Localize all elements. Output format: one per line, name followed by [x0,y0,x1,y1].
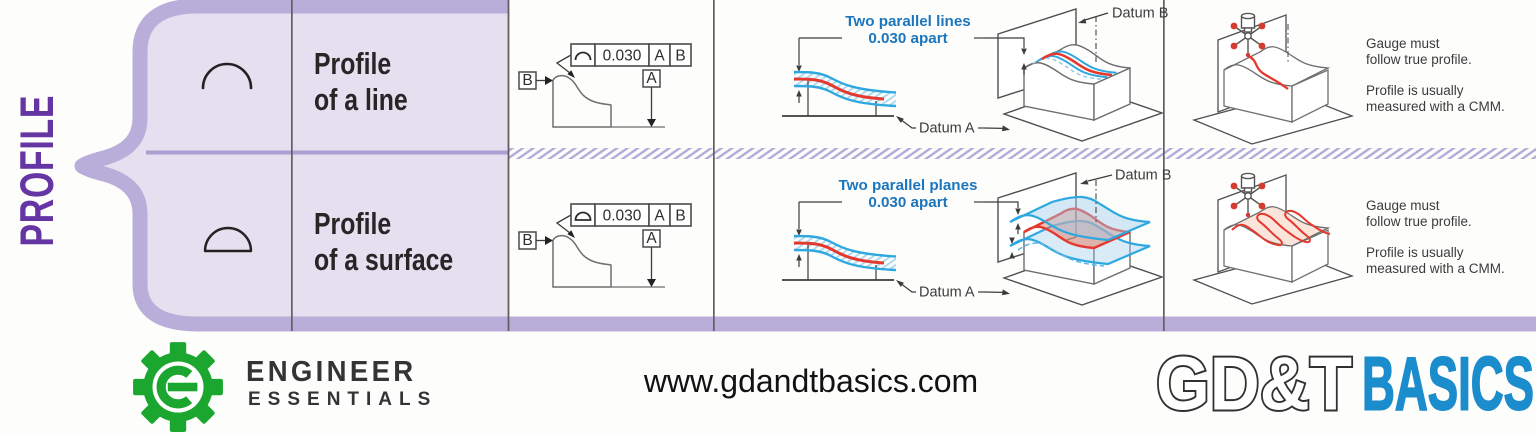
svg-text:Datum A: Datum A [919,285,975,301]
website-url: www.gdandtbasics.com [643,363,979,399]
datum-b-label: Datum B [1112,6,1168,22]
column-divider-2 [507,0,510,331]
fcf-datum-secondary: B [675,48,685,65]
category-label-text: PROFILE [9,95,63,247]
fcf-frame: 0.030 A B [570,43,692,67]
column-divider-1 [291,0,293,331]
fcf-tolerance: 0.030 [603,48,642,65]
datum-b-callout: B [518,71,553,90]
svg-text:A: A [646,70,657,87]
gdt-basics-logo: GD&T BASICS [1154,341,1535,428]
tolerance-zone-2d-surface: Two parallel planes 0.030 apart Datum A [782,177,984,301]
datum-b-callout: B [518,231,553,250]
fcf-symbol-line-icon [574,51,592,61]
probe-trace [1247,54,1289,90]
zone-band [794,72,896,106]
fcf-frame: 0.030 A B [570,203,692,227]
tolerance-zone-3d-line: Datum B [983,6,1168,142]
svg-text:B: B [522,232,532,249]
gdt-outline-word: GD&T [1156,342,1352,426]
scanned-surface [1223,206,1331,247]
svg-text:B: B [522,72,532,89]
tolerance-zone-2d-line: Two parallel lines 0.030 apart Datum A [782,13,984,137]
brace-frame [74,0,1536,332]
lavender-cells [82,6,508,324]
row-name-line: Profile of a line [314,46,408,117]
svg-text:A: A [654,208,665,225]
tolerance-zone-3d-surface: Datum B [983,168,1171,306]
column-divider-4 [1163,0,1165,331]
profile-of-a-line-symbol-icon [201,62,253,90]
basics-word: BASICS [1362,342,1534,426]
part-outline [552,74,612,128]
column-divider-3 [713,0,715,331]
profile-of-a-surface-symbol-icon [203,226,253,253]
actual-profile-curve-3d [1041,52,1113,77]
engineer-essentials-wordmark-line2: ESSENTIALS [248,389,438,410]
svg-text:0.030 apart: 0.030 apart [868,194,947,211]
feature-control-frame-line: 0.030 A B B A [518,43,692,128]
category-label: PROFILE [7,49,65,293]
datum-a-callout: A [642,69,661,127]
engineer-essentials-wordmark-line1: ENGINEER [246,356,417,388]
fcf-symbol-surface-icon [574,211,592,221]
gauge-illustration-line [1191,12,1355,145]
feature-control-frame-surface: 0.030 A B B A [518,203,692,288]
zone-label-line1: Two parallel lines [845,13,970,30]
gauge-illustration-surface [1191,172,1355,305]
zone-label-line2: 0.030 apart [868,30,947,47]
datum-a-label: Datum A [919,121,975,137]
leader-arrow [567,70,575,78]
datum-b-label: Datum B [1115,168,1171,184]
actual-profile-curve [793,77,885,101]
svg-text:A: A [646,230,657,247]
row-divider-solid [146,150,508,155]
lower-zone-sheet [1009,219,1151,266]
engineer-essentials-gear-icon [133,342,223,432]
row-divider-hatched [508,148,1536,159]
actual-surface [1023,207,1131,250]
probe-raster-trace [1231,209,1331,247]
svg-text:B: B [675,208,685,225]
row-name-surface: Profile of a surface [314,206,454,277]
svg-text:0.030: 0.030 [603,208,642,225]
datum-a-callout: A [642,229,661,287]
cmm-probe-icon [1230,12,1266,58]
gauge-notes-surface: Gauge must follow true profile. Profile … [1366,198,1505,276]
gauge-notes-line: Gauge must follow true profile. Profile … [1366,36,1505,114]
fcf-datum-primary: A [654,48,665,65]
svg-text:Two parallel planes: Two parallel planes [839,177,978,194]
cmm-probe-icon [1230,172,1266,218]
upper-zone-sheet [1009,195,1151,242]
